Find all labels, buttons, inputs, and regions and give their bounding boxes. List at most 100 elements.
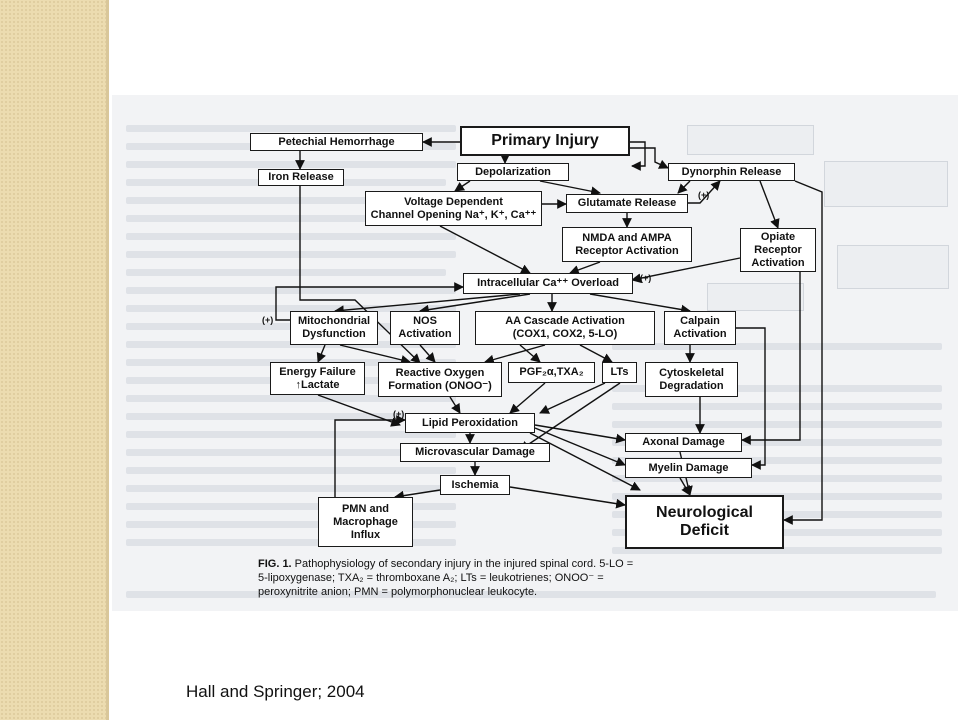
faded-text-line bbox=[126, 503, 456, 510]
node-dynorphin-release: Dynorphin Release bbox=[668, 163, 795, 181]
faded-text-line bbox=[126, 467, 456, 474]
faded-text-line bbox=[126, 395, 456, 402]
node-voltage-channel: Voltage Dependent Channel Opening Na⁺, K… bbox=[365, 191, 542, 226]
arrow bbox=[688, 180, 721, 204]
faded-text-line bbox=[126, 251, 456, 258]
arrow bbox=[630, 147, 669, 169]
arrow bbox=[569, 261, 601, 275]
faded-text-line bbox=[612, 439, 942, 446]
faded-text-line bbox=[612, 421, 942, 428]
node-nos-activation: NOS Activation bbox=[390, 311, 460, 345]
faded-text-line bbox=[126, 591, 936, 598]
arrow bbox=[630, 141, 646, 171]
faded-text-line bbox=[126, 269, 446, 276]
stripe-edge bbox=[106, 0, 109, 720]
faded-text-line bbox=[126, 125, 456, 132]
node-pgf-txa: PGF₂α,TXA₂ bbox=[508, 362, 595, 383]
node-mitochondrial: Mitochondrial Dysfunction bbox=[290, 311, 378, 345]
positive-feedback-mark: (+) bbox=[262, 315, 274, 325]
arrow bbox=[539, 180, 601, 197]
arrow bbox=[783, 180, 823, 525]
node-iron-release: Iron Release bbox=[258, 169, 344, 186]
faded-text-line bbox=[612, 343, 942, 350]
node-intracellular-ca: Intracellular Ca⁺⁺ Overload bbox=[463, 273, 633, 294]
faded-text-line bbox=[612, 457, 942, 464]
node-depolarization: Depolarization bbox=[457, 163, 569, 181]
ghost-box bbox=[687, 125, 814, 155]
arrow bbox=[419, 293, 531, 315]
arrow bbox=[439, 225, 531, 274]
arrow bbox=[677, 180, 691, 194]
node-opiate-receptor: Opiate Receptor Activation bbox=[740, 228, 816, 272]
faded-text-line bbox=[126, 485, 456, 492]
arrow bbox=[539, 382, 606, 414]
arrow bbox=[741, 270, 801, 445]
arrow bbox=[509, 382, 546, 414]
faded-text-line bbox=[126, 449, 456, 456]
positive-feedback-mark: (+) bbox=[393, 409, 405, 419]
arrow bbox=[529, 432, 641, 491]
faded-text-line bbox=[612, 385, 942, 392]
decorative-left-stripe bbox=[0, 0, 106, 720]
arrow bbox=[534, 424, 626, 444]
faded-text-line bbox=[612, 475, 942, 482]
citation: Hall and Springer; 2004 bbox=[186, 682, 365, 701]
faded-text-line bbox=[612, 547, 942, 554]
node-cytoskeletal: Cytoskeletal Degradation bbox=[645, 362, 738, 397]
positive-feedback-mark: (+) bbox=[698, 190, 710, 200]
faded-text-line bbox=[126, 233, 456, 240]
faded-text-line bbox=[126, 521, 456, 528]
arrow bbox=[509, 486, 626, 509]
node-pmn-influx: PMN and Macrophage Influx bbox=[318, 497, 413, 547]
node-petechial-hemorrhage: Petechial Hemorrhage bbox=[250, 133, 423, 151]
faded-text-line bbox=[126, 305, 456, 312]
arrow bbox=[631, 257, 741, 284]
node-axonal-damage: Axonal Damage bbox=[625, 433, 742, 452]
arrow bbox=[449, 396, 461, 414]
faded-text-line bbox=[126, 539, 456, 546]
arrow bbox=[759, 180, 780, 229]
node-neurological-deficit: Neurological Deficit bbox=[625, 495, 784, 549]
positive-feedback-mark: (+) bbox=[640, 273, 652, 283]
ghost-box bbox=[837, 245, 949, 289]
faded-text-line bbox=[126, 431, 456, 438]
arrow bbox=[334, 293, 521, 316]
arrow bbox=[589, 293, 691, 315]
node-nmda-ampa: NMDA and AMPA Receptor Activation bbox=[562, 227, 692, 262]
arrow bbox=[735, 327, 766, 470]
figure-label: FIG. 1. bbox=[258, 558, 292, 570]
faded-text-line bbox=[126, 215, 426, 222]
node-calpain: Calpain Activation bbox=[664, 311, 736, 345]
arrow bbox=[334, 415, 406, 497]
node-primary-injury: Primary Injury bbox=[460, 126, 630, 156]
node-reactive-oxygen: Reactive Oxygen Formation (ONOO⁻) bbox=[378, 362, 502, 397]
figure-caption: FIG. 1. Pathophysiology of secondary inj… bbox=[258, 557, 638, 599]
arrow bbox=[519, 344, 541, 363]
arrow bbox=[339, 344, 411, 365]
ghost-box bbox=[707, 283, 804, 311]
node-myelin-damage: Myelin Damage bbox=[625, 458, 752, 478]
node-lipid-peroxidation: Lipid Peroxidation bbox=[405, 413, 535, 433]
faded-text-line bbox=[126, 323, 436, 330]
arrow bbox=[679, 477, 691, 496]
arrow bbox=[519, 382, 621, 451]
node-microvascular: Microvascular Damage bbox=[400, 443, 550, 462]
arrow bbox=[484, 344, 546, 365]
node-glutamate-release: Glutamate Release bbox=[566, 194, 688, 213]
ghost-box bbox=[824, 161, 948, 207]
faded-text-line bbox=[126, 413, 456, 420]
node-ischemia: Ischemia bbox=[440, 475, 510, 495]
arrow bbox=[394, 489, 441, 501]
arrow bbox=[299, 186, 421, 364]
node-energy-failure: Energy Failure ↑Lactate bbox=[270, 362, 365, 395]
node-aa-cascade: AA Cascade Activation (COX1, COX2, 5-LO) bbox=[475, 311, 655, 345]
arrow bbox=[316, 344, 326, 363]
figure-caption-text: Pathophysiology of secondary injury in t… bbox=[258, 558, 634, 598]
arrow bbox=[579, 344, 613, 363]
arrow bbox=[419, 344, 436, 363]
node-lts: LTs bbox=[602, 362, 637, 383]
arrow bbox=[534, 427, 626, 467]
arrow bbox=[454, 180, 471, 192]
faded-text-line bbox=[612, 403, 942, 410]
